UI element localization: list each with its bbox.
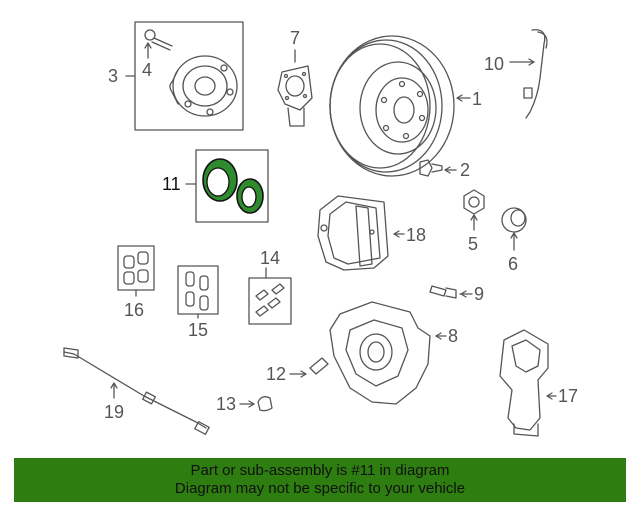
guide-bolt (429, 285, 473, 299)
banner-line-2: Diagram may not be specific to your vehi… (174, 480, 466, 497)
brake-pads (317, 195, 405, 271)
rotor-screw (419, 159, 457, 177)
callout-18: 18 (406, 225, 426, 245)
callout-7: 7 (290, 28, 300, 48)
banner-line-1: Part or sub-assembly is #11 in diagram (190, 462, 450, 479)
parts-diagram: 3 4 7 1 10 2 11 5 6 18 14 9 16 15 8 12 1… (63, 21, 578, 437)
callout-2: 2 (460, 160, 470, 180)
callout-1: 1 (472, 89, 482, 109)
callout-6: 6 (508, 254, 518, 274)
brake-rotor (329, 35, 471, 177)
callout-13: 13 (216, 394, 236, 414)
diagram-notice-banner: Part or sub-assembly is #11 in diagram D… (14, 458, 626, 502)
callout-9: 9 (474, 284, 484, 304)
callout-12: 12 (266, 364, 286, 384)
callout-17: 17 (558, 386, 578, 406)
brake-wear-sensor (509, 29, 548, 119)
bushing-kit (177, 265, 219, 319)
callout-11: 11 (162, 174, 181, 194)
hub-bearing-assembly (125, 21, 244, 131)
brake-caliper (329, 301, 447, 405)
callout-14: 14 (260, 248, 280, 268)
brake-hose (63, 347, 210, 435)
dust-cap (501, 207, 527, 251)
callout-5: 5 (468, 234, 478, 254)
hub-nut (463, 189, 485, 231)
callout-16: 16 (124, 300, 144, 320)
bleeder-screw (289, 357, 329, 378)
caliper-seal-kit (185, 149, 269, 223)
callout-8: 8 (448, 326, 458, 346)
callout-15: 15 (188, 320, 208, 340)
callout-3: 3 (108, 66, 118, 86)
boot-kit (117, 245, 155, 297)
callout-19: 19 (104, 402, 124, 422)
brake-dust-shield (277, 49, 313, 127)
guide-pin-kit (248, 267, 292, 325)
caliper-bracket (499, 329, 557, 437)
callout-4: 4 (142, 60, 152, 80)
bleeder-cap (239, 396, 273, 412)
callout-10: 10 (484, 54, 504, 74)
